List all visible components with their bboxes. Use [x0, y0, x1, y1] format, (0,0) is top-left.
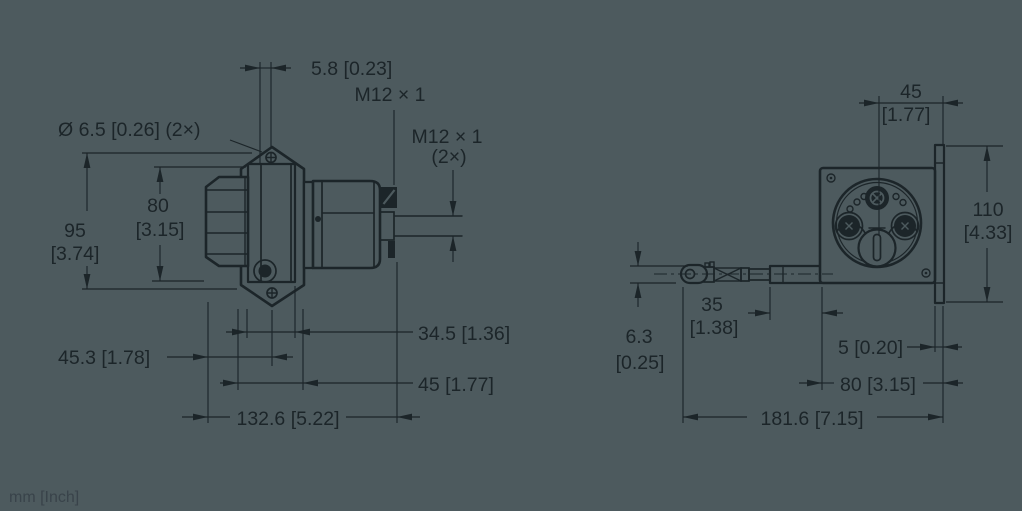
dim-center-offset: 45 [1.77] — [859, 81, 963, 236]
m12-connector-icon — [381, 187, 397, 208]
dim-110-mm: 110 — [972, 199, 1003, 221]
dim-35-inch: [1.38] — [690, 317, 739, 339]
draw-wire-assembly — [679, 261, 824, 285]
dim-5-label: 5 [0.20] — [838, 337, 903, 359]
side-drum-housing — [204, 175, 250, 268]
dim-181-6-label: 181.6 [7.15] — [760, 408, 863, 430]
dim-offset-label: 5.8 [0.23] — [311, 58, 392, 80]
dim-80-inch: [3.15] — [136, 219, 185, 241]
units-note: mm [Inch] — [9, 489, 79, 506]
dim-95-mm: 95 — [64, 220, 86, 242]
screw-hole-icon — [921, 268, 931, 278]
dim-45-top-inch: [1.77] — [882, 104, 931, 126]
dim-wire-diameter: 6.3 [0.25] — [616, 242, 688, 374]
dim-80-label: 80 [3.15] — [840, 374, 916, 396]
dim-rod-length: 35 [1.38] — [690, 287, 843, 390]
dim-132-6-label: 132.6 [5.22] — [236, 408, 339, 430]
dim-offset: 5.8 [0.23] — [240, 58, 392, 163]
front-flange-bar — [933, 143, 946, 305]
wire-exit-grommet — [253, 259, 277, 283]
dim-depth-drum: 45.3 [1.78] — [58, 302, 293, 423]
slotted-hub-icon — [857, 228, 897, 268]
dim-35-mm: 35 — [701, 294, 723, 316]
dim-flange-width: 45 [1.77] — [220, 309, 494, 396]
dim-110-inch: [4.33] — [964, 222, 1013, 244]
side-collar — [302, 180, 315, 270]
dim-80-mm: 80 — [147, 195, 169, 217]
dim-total-length: 181.6 [7.15] — [682, 287, 943, 430]
dim-45-top-mm: 45 — [900, 81, 922, 103]
dim-6-3-inch: [0.25] — [616, 352, 665, 374]
m12-2x-label-line2: (2×) — [431, 146, 466, 168]
bore-label: Ø 6.5 [0.26] (2×) — [58, 119, 201, 141]
dim-height-95: 95 [3.74] — [51, 152, 252, 290]
side-encoder-cylinder — [311, 179, 382, 270]
m12-connector-face-icon — [890, 211, 920, 241]
screw-icon — [265, 151, 277, 164]
screw-hole-icon — [826, 173, 836, 183]
side-view: 5.8 [0.23] M12 × 1 M12 × 1 (2×) Ø 6.5 [0… — [51, 58, 511, 430]
m12-label: M12 × 1 — [354, 84, 425, 106]
dim-total-depth: 132.6 [5.22] — [182, 262, 420, 430]
dim-45-label: 45 [1.77] — [418, 374, 494, 396]
label-m12: M12 × 1 — [354, 84, 426, 185]
screw-icon — [266, 287, 278, 299]
dim-plate-width: 80 [3.15] — [799, 306, 963, 423]
side-body — [246, 162, 297, 284]
m12-connector-face-icon — [865, 186, 889, 210]
m12-2x-label-line1: M12 × 1 — [411, 126, 482, 148]
dim-flange-height: 110 [4.33] — [946, 145, 1013, 303]
m12-connector-face-icon — [834, 211, 864, 241]
dim-flange-thickness: 5 [0.20] — [838, 306, 962, 359]
label-bore-holes: Ø 6.5 [0.26] (2×) — [58, 119, 263, 153]
label-m12-2x: M12 × 1 (2×) — [411, 126, 483, 262]
dim-6-3-mm: 6.3 — [625, 326, 652, 348]
dim-34-5-label: 34.5 [1.36] — [418, 323, 510, 345]
dim-95-inch: [3.74] — [51, 243, 100, 265]
front-view: 45 [1.77] 110 [4.33] 6.3 [0.25] 35 — [616, 81, 1013, 430]
m12-axial-stub — [379, 211, 395, 241]
dim-45-3-label: 45.3 [1.78] — [58, 347, 150, 369]
dim-height-80: 80 [3.15] — [136, 166, 246, 282]
